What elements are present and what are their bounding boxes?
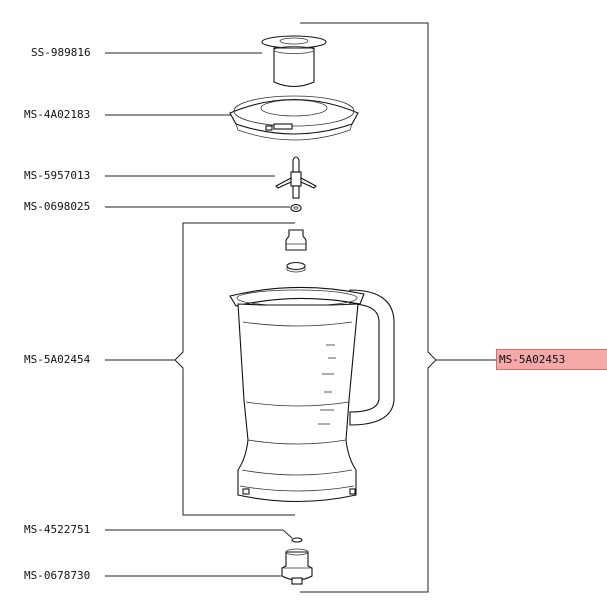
label-blade: MS-5957013 xyxy=(24,169,91,182)
label-lid-cap: SS-989816 xyxy=(31,46,91,59)
coupling-drawing xyxy=(281,548,313,585)
jug-measurement-marks xyxy=(318,344,336,425)
bracket-full-assembly xyxy=(300,22,496,593)
label-lid: MS-4A02183 xyxy=(24,108,91,121)
lid-cap-drawing xyxy=(261,35,327,88)
small-seal-drawing xyxy=(291,537,303,543)
label-small-seal: MS-4522751 xyxy=(24,523,91,536)
seal-ring-drawing xyxy=(290,203,302,213)
leader-small-seal-tail xyxy=(282,529,293,539)
highlight-full-assembly[interactable] xyxy=(496,349,607,370)
blade-drawing xyxy=(275,156,317,199)
jug-top-fitting-drawing xyxy=(285,229,307,273)
label-jug-assembly: MS-5A02454 xyxy=(24,353,91,366)
label-coupling: MS-0678730 xyxy=(24,569,91,582)
lid-drawing xyxy=(229,95,359,141)
label-full-assembly[interactable]: MS-5A02453 xyxy=(499,353,566,366)
label-seal-ring: MS-0698025 xyxy=(24,200,91,213)
jug-body-drawing xyxy=(229,286,395,502)
bracket-jug-assembly xyxy=(105,222,295,516)
